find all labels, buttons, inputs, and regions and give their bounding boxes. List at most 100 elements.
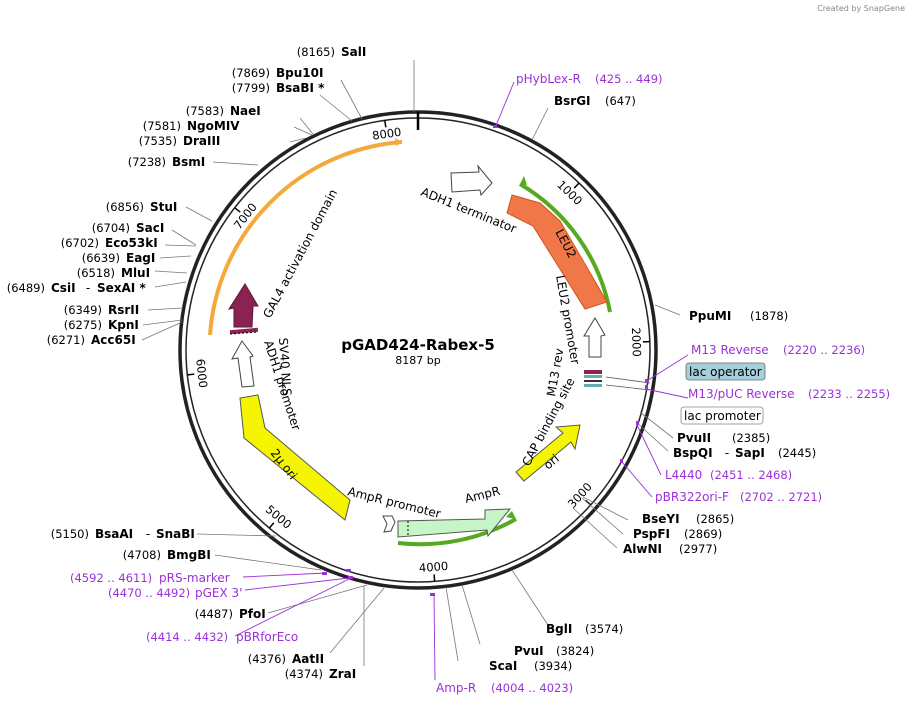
ruler-label: 1000 [554,178,585,208]
site-pos-acc65i: (6271) [47,333,85,347]
gal4-arrow [227,283,259,328]
ruler-tick [433,574,436,582]
site-name-zrai: ZraI [329,667,356,681]
ruler-tick [234,207,241,213]
ampr-arc-head [506,511,516,519]
site-name-mlui: MluI [121,266,150,280]
adh1-terminator-arrow [450,164,493,197]
site-pos-bsaai: (5150) [51,527,89,541]
backbone [178,110,658,590]
site-pos-ppumi: (1878) [750,309,788,323]
ampr-arrow [397,508,512,538]
site-pos-stui: (6856) [106,200,144,214]
site-pos-eagi: (6639) [82,251,120,265]
primer-name-phyblex-r: pHybLex-R [516,72,581,86]
feature-label-ampr: AmpR [463,484,501,506]
site-name-bsmi: BsmI [172,155,205,169]
site-pos-bsrgi: (647) [605,94,636,108]
sv40-nls-bar [229,327,259,335]
site-pos-bmgbi: (4708) [123,548,161,562]
site-name-pvui: PvuI [514,644,544,658]
lac-operator-box: lac operator [685,362,766,381]
site-labels: (8165) SalI (7869) Bpu10I (7799) BsaBI *… [7,45,817,681]
leu2-arrow [506,194,608,310]
site-name-scai: ScaI [489,659,517,673]
site-pos-sali: (8165) [297,45,335,59]
primer-leader-lines [234,81,689,681]
site-name-bspqi: BspQI [673,446,713,460]
ruler-label: 8000 [371,125,402,143]
site-name-rsrii: RsrII [108,303,139,317]
site-pos-bsabi: (7799) [232,81,270,95]
site-pos-bpu10i: (7869) [232,66,270,80]
site-pos-pvui: (3824) [556,644,594,658]
primer-range-pgex-3: (4470 .. 4492) [108,586,190,600]
plasmid-length: 8187 bp [395,354,440,367]
primer-name-prs-marker: pRS-marker [159,571,230,585]
site-name-kpni: KpnI [108,318,139,332]
site-pos-saci: (6704) [92,221,130,235]
site-name-bsabi: BsaBI * [276,81,325,95]
site-pos-pspfi: (2869) [684,527,722,541]
primer-name-l4440: L4440 [665,468,702,482]
primer-name-m13-puc-reverse: M13/pUC Reverse [688,387,795,401]
leu2-green-arc [518,182,612,313]
site-name-bsrgi: BsrGI [554,94,591,108]
feature-label-adh1-terminator: ADH1 terminator [419,185,519,236]
site-name-naei: NaeI [230,104,261,118]
site-name-acc65i: Acc65I [91,333,136,347]
site-name-stui: StuI [150,200,177,214]
site-dash-csii: - [86,281,90,295]
primer-name-pbr322ori-f: pBR322ori-F [655,490,729,504]
site-name-bmgbi: BmgBI [167,548,211,562]
site-pos-bsmi: (7238) [128,155,166,169]
site-pos-rsrii: (6349) [64,303,102,317]
primer-range-pbrforeco: (4414 .. 4432) [146,630,228,644]
site-name-eco53ki: Eco53kI [105,236,158,250]
site-name-saci: SacI [136,221,164,235]
primer-range-l4440: (2451 .. 2468) [710,468,792,482]
lac-promoter-box: lac promoter [680,406,764,425]
site-name-sali: SalI [341,45,366,59]
lac-promoter-label: lac promoter [684,409,761,423]
site-name-sexai: SexAI * [97,281,146,295]
site-pos-eco53ki: (6702) [61,236,99,250]
lac-cluster [584,370,651,391]
site-pos-bseyi: (2865) [696,512,734,526]
site-pos-bgli: (3574) [585,622,623,636]
primer-marks [322,125,648,596]
watermark: Created by SnapGene [817,4,905,13]
ruler-tick [384,120,387,128]
primer-name-pgex-3: pGEX 3' [195,586,242,600]
primer-range-prs-marker: (4592 .. 4611) [70,571,152,585]
site-name-pspfi: PspFI [633,527,670,541]
site-pos-ngomiv: (7581) [143,119,181,133]
site-name-sapi: SapI [735,446,765,460]
site-pos-pfoi: (4487) [195,607,233,621]
site-name-bgli: BglI [546,622,572,636]
site-pos-mlui: (6518) [77,266,115,280]
site-name-snabi: SnaBI [156,527,195,541]
ruler-tick [573,182,580,189]
site-name-alwni: AlwNI [623,542,662,556]
plasmid-name: pGAD424-Rabex-5 [341,336,495,354]
primer-range-m13-puc-reverse: (2233 .. 2255) [808,387,890,401]
leader-lines [141,60,681,666]
feature-label-sv40-nls: SV40 NLS [276,337,294,396]
site-name-bsaai: BsaAI [95,527,133,541]
ruler-tick [268,522,275,529]
site-pos-zrai: (4374) [285,667,323,681]
primer-range-pbr322ori-f: (2702 .. 2721) [740,490,822,504]
primer-labels: pHybLex-R (425 .. 449) M13 Reverse (2220… [70,72,890,695]
feature-label-ampr-promoter: AmpR promoter [346,484,442,521]
site-name-draiii: DraIII [183,134,220,148]
feature-label-gal4-ad: GAL4 activation domain [260,187,340,321]
site-name-bseyi: BseYI [642,512,680,526]
site-pos-pvuii: (2385) [732,431,770,445]
site-name-aatii: AatII [292,652,324,666]
site-pos-aatii: (4376) [248,652,286,666]
primer-range-m13-reverse: (2220 .. 2236) [783,343,865,357]
site-name-bpu10i: Bpu10I [276,66,323,80]
2u-ori-arrow [239,394,351,521]
